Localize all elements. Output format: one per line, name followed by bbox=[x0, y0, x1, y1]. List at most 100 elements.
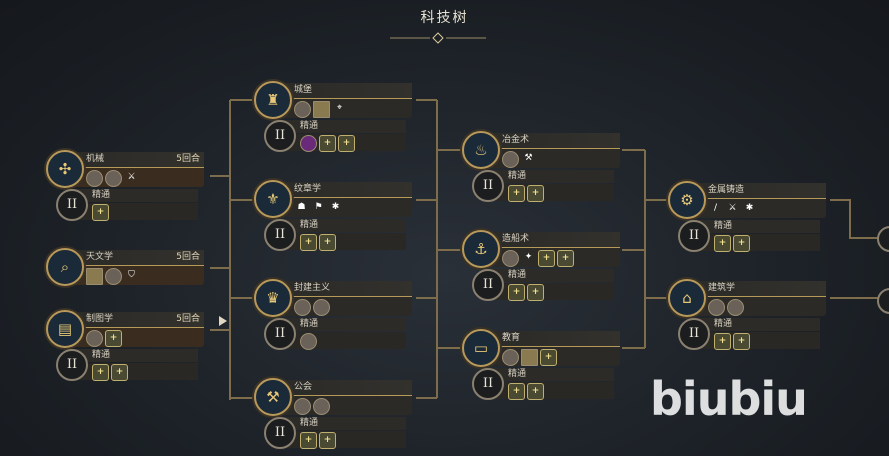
building-icon[interactable] bbox=[727, 299, 744, 316]
mastery-node[interactable]: 精通++II bbox=[264, 417, 406, 449]
wall-icon[interactable] bbox=[313, 101, 330, 118]
tech-name: 冶金术 bbox=[502, 135, 530, 145]
plus-icon[interactable]: + bbox=[92, 364, 109, 381]
unit-icon[interactable] bbox=[86, 330, 103, 347]
plus-icon[interactable]: + bbox=[300, 432, 317, 449]
purple-icon[interactable] bbox=[300, 135, 317, 152]
tech-header: 造船术 bbox=[478, 232, 620, 248]
plus-icon[interactable]: + bbox=[338, 135, 355, 152]
heraldry-icon[interactable]: ⚜ bbox=[254, 180, 292, 218]
sword-icon[interactable]: / bbox=[713, 203, 718, 213]
mastery-node[interactable]: 精通++II bbox=[472, 269, 614, 301]
plus-icon[interactable]: + bbox=[92, 204, 109, 221]
mastery-node[interactable]: 精通++II bbox=[472, 368, 614, 400]
mastery-numeral: II bbox=[264, 318, 296, 350]
mastery-label: 精通 bbox=[508, 171, 527, 181]
plus-icon[interactable]: + bbox=[105, 330, 122, 347]
unit-icon[interactable] bbox=[300, 333, 317, 350]
helmet-icon[interactable]: ☗ bbox=[297, 202, 306, 212]
plus-icon[interactable]: + bbox=[733, 333, 750, 350]
mastery-numeral: II bbox=[56, 189, 88, 221]
unit-icon[interactable] bbox=[502, 349, 519, 366]
unit-icon[interactable] bbox=[86, 170, 103, 187]
tech-header: 纹章学 bbox=[270, 182, 412, 198]
plus-icon[interactable]: + bbox=[733, 235, 750, 252]
tech-header: 封建主义 bbox=[270, 281, 412, 297]
unlocks-row bbox=[270, 396, 412, 415]
mastery-numeral: II bbox=[678, 220, 710, 252]
flag-icon[interactable]: ⚑ bbox=[314, 202, 323, 212]
plus-icon[interactable]: + bbox=[714, 235, 731, 252]
book-icon[interactable]: ▭ bbox=[462, 329, 500, 367]
plus-icon[interactable]: + bbox=[319, 135, 336, 152]
plus-icon[interactable]: + bbox=[508, 383, 525, 400]
plus-icon[interactable]: + bbox=[319, 234, 336, 251]
crown-icon[interactable]: ♛ bbox=[254, 279, 292, 317]
crossbow-icon[interactable]: ⌖ bbox=[336, 103, 343, 113]
plus-icon[interactable]: + bbox=[527, 284, 544, 301]
mastery-node[interactable]: 精通++II bbox=[56, 349, 198, 381]
plus-icon[interactable]: + bbox=[557, 250, 574, 267]
plus-icon[interactable]: + bbox=[319, 432, 336, 449]
unit-icon[interactable] bbox=[105, 170, 122, 187]
plus-icon[interactable]: + bbox=[538, 250, 555, 267]
unit-icon[interactable] bbox=[313, 299, 330, 316]
tech-name: 纹章学 bbox=[294, 184, 322, 194]
unit-icon[interactable] bbox=[313, 398, 330, 415]
tech-name: 天文学 bbox=[86, 252, 114, 262]
dome-icon[interactable]: ⌂ bbox=[668, 279, 706, 317]
plus-icon[interactable]: + bbox=[508, 185, 525, 202]
unlocks-row: ⚔ bbox=[62, 168, 204, 187]
plus-icon[interactable]: + bbox=[714, 333, 731, 350]
bird-icon[interactable]: ✦ bbox=[524, 252, 533, 262]
unit-icon[interactable] bbox=[294, 299, 311, 316]
crucible-icon[interactable]: ♨ bbox=[462, 131, 500, 169]
tech-name: 建筑学 bbox=[708, 283, 736, 293]
unit-icon[interactable] bbox=[294, 101, 311, 118]
mastery-node[interactable]: 精通+II bbox=[56, 189, 198, 221]
plus-icon[interactable]: + bbox=[111, 364, 128, 381]
mace-icon[interactable]: ✱ bbox=[331, 202, 340, 212]
mastery-node[interactable]: 精通++II bbox=[678, 220, 820, 252]
tech-header: 金属铸造 bbox=[684, 183, 826, 199]
mastery-node[interactable]: 精通++II bbox=[678, 318, 820, 350]
anvil-icon[interactable]: ⚒ bbox=[524, 153, 533, 163]
axe-icon[interactable]: ⚔ bbox=[728, 203, 737, 213]
tech-header: 公会 bbox=[270, 380, 412, 396]
unit-icon[interactable] bbox=[708, 299, 725, 316]
tech-name: 机械 bbox=[86, 154, 105, 164]
unit-icon[interactable] bbox=[502, 250, 519, 267]
plus-icon[interactable]: + bbox=[508, 284, 525, 301]
tile-icon[interactable] bbox=[521, 349, 538, 366]
hammer-icon[interactable]: ⚒ bbox=[254, 378, 292, 416]
mace-icon[interactable]: ✱ bbox=[745, 203, 754, 213]
plus-icon[interactable]: + bbox=[540, 349, 557, 366]
tech-name: 造船术 bbox=[502, 234, 530, 244]
mastery-label: 精通 bbox=[714, 319, 733, 329]
title-ornament bbox=[390, 32, 486, 44]
tile-icon[interactable] bbox=[86, 268, 103, 285]
cannon-icon[interactable]: ⚙ bbox=[668, 181, 706, 219]
gear-icon[interactable]: ✣ bbox=[46, 150, 84, 188]
unlocks-row bbox=[684, 297, 826, 316]
plus-icon[interactable]: + bbox=[300, 234, 317, 251]
ship-icon[interactable]: ⚓ bbox=[462, 230, 500, 268]
unlocks-row: + bbox=[62, 328, 204, 347]
unit-icon[interactable] bbox=[294, 398, 311, 415]
mastery-node[interactable]: 精通++II bbox=[264, 219, 406, 251]
map-icon[interactable]: ▤ bbox=[46, 310, 84, 348]
mastery-numeral: II bbox=[264, 120, 296, 152]
mastery-node[interactable]: 精通++II bbox=[472, 170, 614, 202]
mastery-node[interactable]: 精通++II bbox=[264, 120, 406, 152]
plus-icon[interactable]: + bbox=[527, 185, 544, 202]
unit-icon[interactable] bbox=[105, 268, 122, 285]
shield-icon[interactable]: ⛉ bbox=[128, 270, 135, 280]
castle-icon[interactable]: ♜ bbox=[254, 81, 292, 119]
catapult-icon[interactable]: ⚔ bbox=[127, 172, 136, 182]
telescope-icon[interactable]: ⌕ bbox=[46, 248, 84, 286]
unit-icon[interactable] bbox=[502, 151, 519, 168]
plus-icon[interactable]: + bbox=[527, 383, 544, 400]
